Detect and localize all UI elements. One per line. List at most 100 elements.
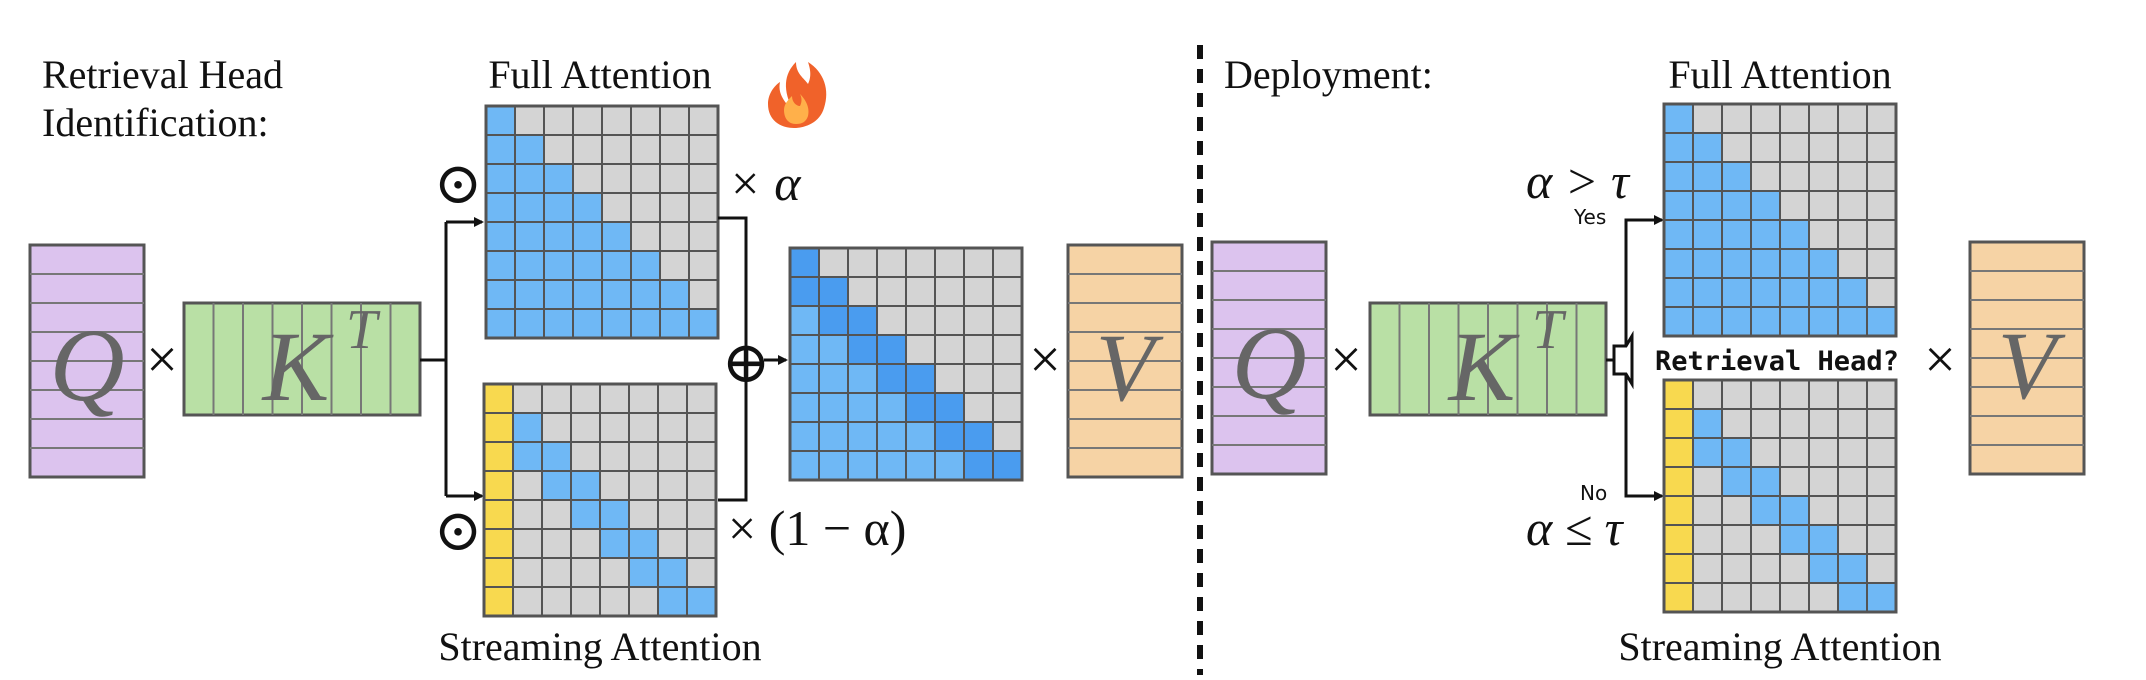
attention-cell <box>789 305 820 336</box>
attention-cell <box>485 221 516 252</box>
attention-cell <box>483 528 514 559</box>
attention-cell <box>686 470 717 501</box>
attention-cell <box>934 276 965 307</box>
attention-cell <box>514 308 545 339</box>
attention-cell <box>1750 408 1781 439</box>
attention-cell <box>1808 219 1839 250</box>
attention-cell <box>599 441 630 472</box>
attention-cell <box>601 308 632 339</box>
attention-cell <box>1808 306 1839 337</box>
attention-cell <box>688 308 719 339</box>
attention-cell <box>541 528 572 559</box>
attention-cell <box>688 221 719 252</box>
yes-label: Yes <box>1573 205 1606 229</box>
attention-cell <box>601 221 632 252</box>
attention-cell <box>1779 103 1810 134</box>
attention-cell <box>789 247 820 278</box>
streaming-attention-label-deploy: Streaming Attention <box>1618 624 1941 669</box>
attention-cell <box>630 105 661 136</box>
attention-cell <box>876 276 907 307</box>
attention-cell <box>541 383 572 414</box>
attention-cell <box>659 163 690 194</box>
alpha-term: × α <box>728 155 802 211</box>
attention-cell <box>1750 248 1781 279</box>
attention-cell <box>1808 437 1839 468</box>
attention-cell <box>686 557 717 588</box>
attention-cell <box>572 250 603 281</box>
attention-cell <box>483 557 514 588</box>
attention-cell <box>514 250 545 281</box>
attention-cell <box>688 134 719 165</box>
attention-cell <box>1663 306 1694 337</box>
router-icon <box>1612 330 1634 390</box>
attention-cell <box>1663 524 1694 555</box>
attention-cell <box>1808 190 1839 221</box>
attention-cell <box>541 499 572 530</box>
attention-cell <box>992 305 1023 336</box>
attention-cell <box>1692 437 1723 468</box>
attention-cell <box>1721 248 1752 279</box>
attention-cell <box>1837 161 1868 192</box>
attention-cell <box>789 276 820 307</box>
v-label: V <box>1096 314 1164 421</box>
condition-greater: α > τ <box>1526 153 1631 209</box>
attention-cell <box>657 499 688 530</box>
attention-cell <box>628 470 659 501</box>
attention-cell <box>963 247 994 278</box>
q-matrix: Q <box>28 243 146 479</box>
attention-cell <box>1808 379 1839 410</box>
attention-cell <box>847 450 878 481</box>
attention-cell <box>541 557 572 588</box>
attention-cell <box>876 450 907 481</box>
attention-cell <box>1663 277 1694 308</box>
attention-cell <box>686 499 717 530</box>
attention-cell <box>847 247 878 278</box>
attention-cell <box>514 192 545 223</box>
attention-cell <box>628 528 659 559</box>
attention-cell <box>1808 132 1839 163</box>
attention-cell <box>659 250 690 281</box>
v-matrix-deploy: V <box>1968 240 2086 476</box>
attention-cell <box>876 334 907 365</box>
attention-cell <box>789 421 820 452</box>
attention-cell <box>543 105 574 136</box>
attention-cell <box>630 221 661 252</box>
k-transpose-matrix: K T <box>182 299 422 422</box>
attention-cell <box>599 383 630 414</box>
attention-cell <box>963 450 994 481</box>
attention-cell <box>905 334 936 365</box>
full-attention-matrix-deploy <box>1662 102 1898 338</box>
attention-cell <box>543 192 574 223</box>
attention-cell <box>485 250 516 281</box>
attention-cell <box>1808 408 1839 439</box>
attention-cell <box>688 163 719 194</box>
attention-cell <box>1808 161 1839 192</box>
attention-cell <box>818 392 849 423</box>
attention-cell <box>1692 277 1723 308</box>
yes-arrow <box>1624 215 1664 346</box>
attention-cell <box>992 276 1023 307</box>
attention-cell <box>847 421 878 452</box>
attention-cell <box>543 163 574 194</box>
attention-cell <box>1750 277 1781 308</box>
attention-cell <box>541 441 572 472</box>
attention-cell <box>1808 277 1839 308</box>
attention-cell <box>992 421 1023 452</box>
attention-cell <box>572 163 603 194</box>
attention-cell <box>1721 379 1752 410</box>
attention-cell <box>599 557 630 588</box>
attention-cell <box>628 412 659 443</box>
attention-cell <box>1808 582 1839 613</box>
attention-cell <box>847 392 878 423</box>
attention-cell <box>543 134 574 165</box>
attention-cell <box>1663 408 1694 439</box>
one-minus-alpha-term: × (1 − α) <box>728 500 906 556</box>
attention-cell <box>1808 103 1839 134</box>
attention-cell <box>572 134 603 165</box>
attention-cell <box>876 421 907 452</box>
attention-cell <box>1663 190 1694 221</box>
attention-cell <box>847 334 878 365</box>
attention-cell <box>543 308 574 339</box>
k-label-deploy: K <box>1447 311 1520 422</box>
